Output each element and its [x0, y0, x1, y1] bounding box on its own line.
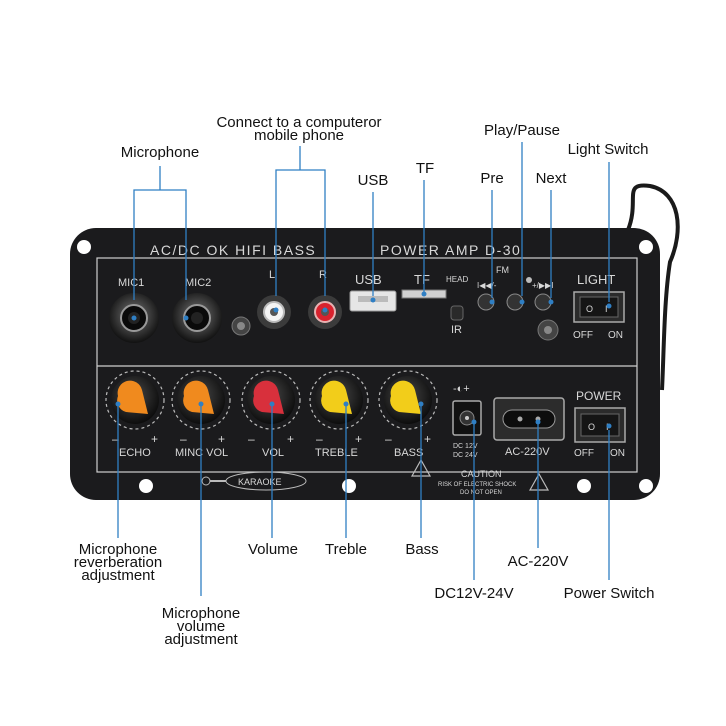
- karaoke-logo: KARAOKE: [201, 471, 307, 491]
- callout-micvol-line-3: adjustment: [164, 631, 238, 648]
- fm-label: FM: [496, 265, 509, 275]
- bass-plus: +: [424, 432, 431, 446]
- screw-hole: [639, 240, 653, 254]
- panel-title-left: AC/DC OK HIFI BASS: [150, 242, 316, 258]
- ac-socket-label: AC-220V: [505, 446, 550, 458]
- mic-volume-minus: –: [180, 432, 187, 446]
- callout-micvol-line-1: Microphone: [162, 605, 240, 622]
- caution-warning-icon: [528, 472, 550, 491]
- light-switch-off-label: OFF: [573, 330, 593, 341]
- screw-hole: [77, 240, 91, 254]
- usb-port-label: USB: [355, 272, 382, 287]
- callout-microphone: Microphone: [121, 144, 199, 161]
- callout-ac: AC-220V: [508, 553, 569, 570]
- caution-line-2: DO NOT OPEN: [460, 490, 502, 496]
- callout-connect-line-1: Connect to a computeror: [216, 114, 381, 131]
- callout-dc: DC12V-24V: [434, 585, 513, 602]
- treble-plus: +: [355, 432, 362, 446]
- bass-label: BASS: [394, 447, 423, 459]
- echo-knob[interactable]: [105, 370, 165, 430]
- caution-line-1: RISK OF ELECTRIC SHOCK: [438, 482, 516, 488]
- callout-bass: Bass: [405, 541, 438, 558]
- rca-left-jack[interactable]: [257, 295, 291, 329]
- bass-knob[interactable]: [378, 370, 438, 430]
- ir-label: IR: [451, 324, 462, 336]
- callout-micvol-line-2: volume: [177, 618, 225, 635]
- callout-light-switch: Light Switch: [568, 141, 649, 158]
- mic-volume-plus: +: [218, 432, 225, 446]
- volume-minus: –: [248, 432, 255, 446]
- screw-hole: [639, 479, 653, 493]
- echo-minus: –: [112, 432, 119, 446]
- mic1-label: MIC1: [118, 277, 144, 289]
- treble-minus: –: [316, 432, 323, 446]
- callout-connect-line-2: mobile phone: [254, 127, 344, 144]
- mic2-jack[interactable]: [172, 293, 222, 343]
- rca-right-label: R: [319, 269, 327, 281]
- power-switch-off-label: OFF: [574, 448, 594, 459]
- prev-button-label: I◀◀/-: [477, 281, 497, 290]
- treble-label: TREBLE: [315, 447, 358, 459]
- callout-power-switch: Power Switch: [564, 585, 655, 602]
- callout-lines: [117, 142, 610, 596]
- light-switch[interactable]: [573, 291, 625, 323]
- amplifier-panel: [70, 228, 660, 500]
- light-switch-on-mark: I: [605, 304, 608, 314]
- dc-polarity-symbol: -◐+: [453, 383, 470, 395]
- dc-range-label-1: DC 12V: [453, 443, 478, 450]
- light-switch-on-label: ON: [608, 330, 623, 341]
- panel-title-right: POWER AMP D-30: [380, 242, 521, 258]
- power-switch-on-label: ON: [610, 448, 625, 459]
- power-switch-off-mark: O: [588, 422, 595, 432]
- power-switch-title: POWER: [576, 389, 622, 403]
- ir-receiver: [450, 305, 464, 321]
- karaoke-text: KARAOKE: [238, 477, 282, 487]
- dc-power-jack[interactable]: [452, 400, 482, 436]
- head-label: HEAD: [446, 275, 468, 284]
- callout-usb: USB: [358, 172, 389, 189]
- mic-volume-knob[interactable]: [171, 370, 231, 430]
- echo-plus: +: [151, 432, 158, 446]
- callout-pre: Pre: [480, 170, 503, 187]
- volume-knob[interactable]: [241, 370, 301, 430]
- light-switch-off-mark: O: [586, 304, 593, 314]
- bass-minus: –: [385, 432, 392, 446]
- callout-reverb-line-3: adjustment: [81, 567, 155, 584]
- rca-left-label: L: [269, 269, 275, 281]
- mounting-screw: [231, 316, 251, 336]
- callout-tf: TF: [416, 160, 434, 177]
- callout-treble: Treble: [325, 541, 367, 558]
- callout-play-pause: Play/Pause: [484, 122, 560, 139]
- screw-hole: [342, 479, 356, 493]
- volume-plus: +: [287, 432, 294, 446]
- next-button-label: +/▶▶I: [532, 281, 553, 290]
- screw-hole: [577, 479, 591, 493]
- callout-volume: Volume: [248, 541, 298, 558]
- callout-dots: [115, 291, 612, 429]
- mounting-screw: [537, 319, 559, 341]
- power-switch[interactable]: [574, 407, 626, 443]
- caution-title: CAUTION: [461, 469, 502, 479]
- callout-next: Next: [536, 170, 568, 187]
- tf-slot-label: TF: [414, 272, 430, 287]
- dc-range-label-2: DC 24V: [453, 452, 478, 459]
- mic2-label: MIC2: [185, 277, 211, 289]
- callout-reverb-line-2: reverberation: [74, 554, 162, 571]
- screw-hole: [139, 479, 153, 493]
- light-switch-title: LIGHT: [577, 272, 615, 287]
- echo-label: ECHO: [119, 447, 151, 459]
- volume-label: VOL: [262, 447, 284, 459]
- ac-power-socket[interactable]: [493, 397, 565, 441]
- power-cable: [626, 183, 680, 391]
- indicator-led: [526, 277, 532, 283]
- callout-reverb-line-1: Microphone: [79, 541, 157, 558]
